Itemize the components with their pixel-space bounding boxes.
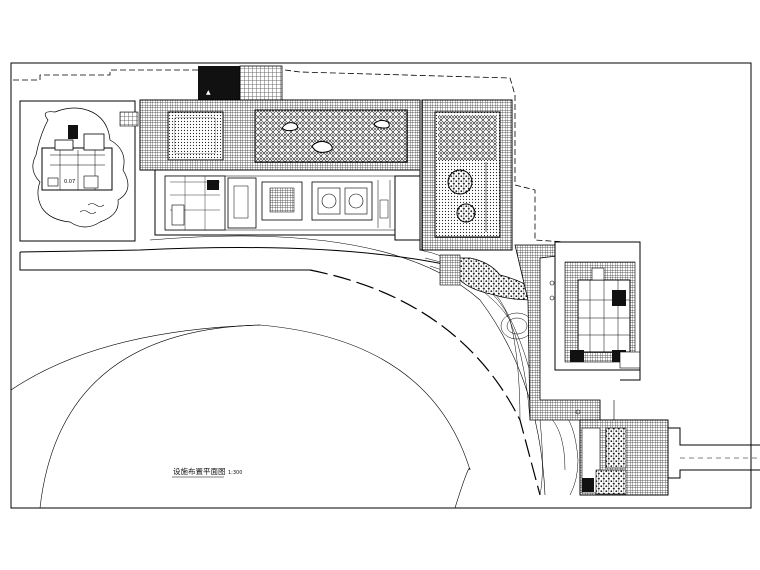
round-planter-large — [447, 169, 473, 195]
road-centerline — [309, 269, 541, 496]
site-boundary-line — [13, 69, 566, 255]
sculpture-2 — [311, 140, 333, 153]
entrance-paving — [239, 65, 283, 101]
courtyard-central-garden — [254, 109, 408, 163]
sculpture-1 — [281, 122, 299, 132]
entrance-building-block — [198, 66, 240, 100]
lawn-arc — [39, 324, 261, 509]
sculpture-3 — [373, 119, 390, 129]
drawing-scale: 1:300 — [228, 470, 242, 476]
drawing-title: 设施布置平面图 — [173, 466, 226, 476]
east-entrance-road — [668, 427, 760, 479]
road-curve-inner — [10, 324, 471, 471]
residential-garden-outline — [32, 107, 129, 228]
drawing-frame — [10, 62, 752, 509]
road-edge-north — [19, 247, 471, 271]
round-planter-small — [456, 203, 476, 223]
residential-area-label: 0.07 — [64, 179, 75, 185]
svg-text:▲: ▲ — [206, 89, 211, 96]
road-edge-south — [19, 252, 310, 271]
